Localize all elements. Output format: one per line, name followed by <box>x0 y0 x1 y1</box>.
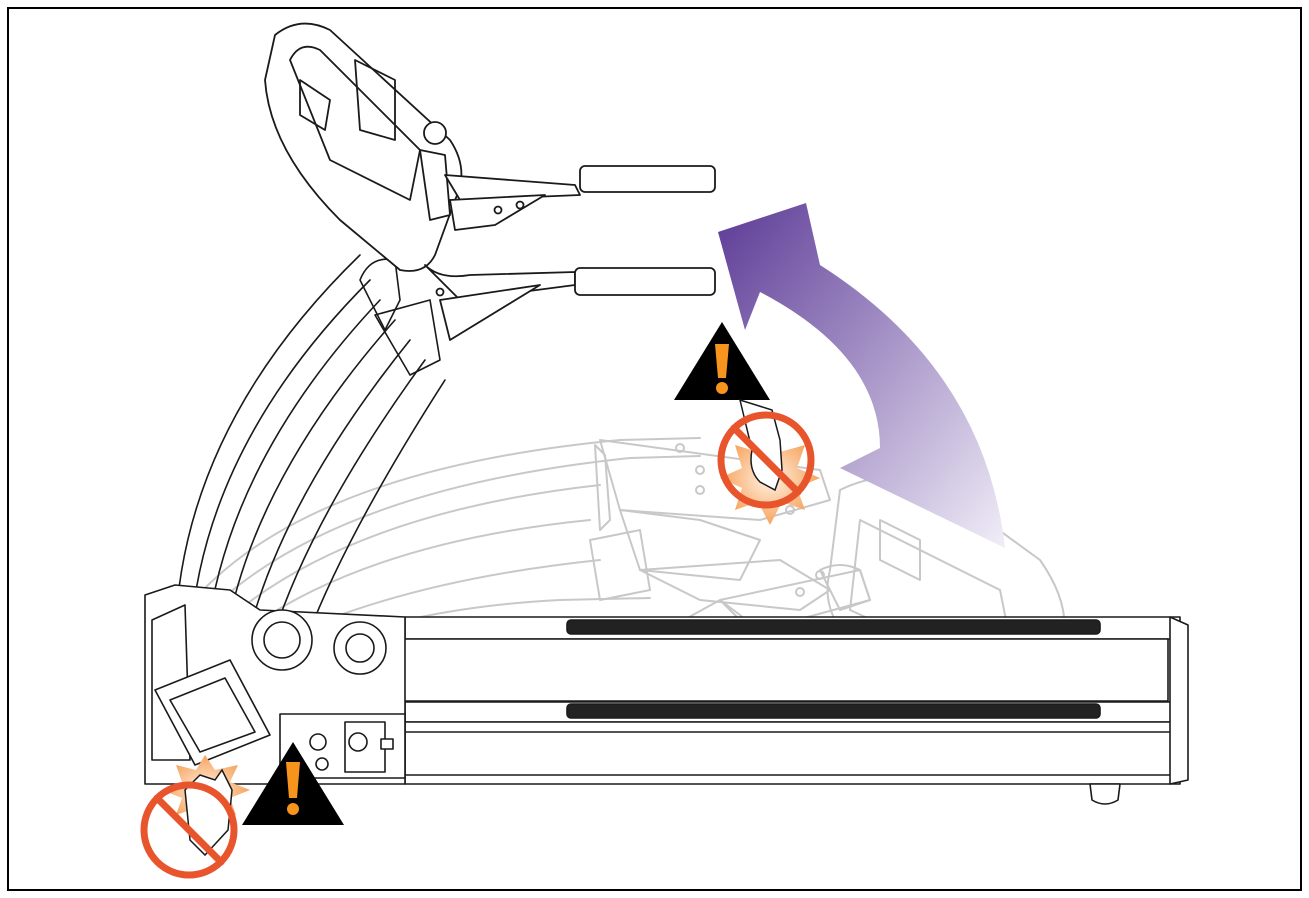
no-hand-icon <box>140 768 238 879</box>
fold-direction-arrow <box>718 203 1005 548</box>
console-raised <box>264 22 716 341</box>
warning-upper <box>674 322 820 525</box>
exclamation-icon <box>715 344 729 394</box>
warning-lower <box>140 742 344 879</box>
treadmill-base <box>144 584 1189 805</box>
no-hand-icon <box>717 398 815 509</box>
exclamation-icon <box>286 762 300 815</box>
